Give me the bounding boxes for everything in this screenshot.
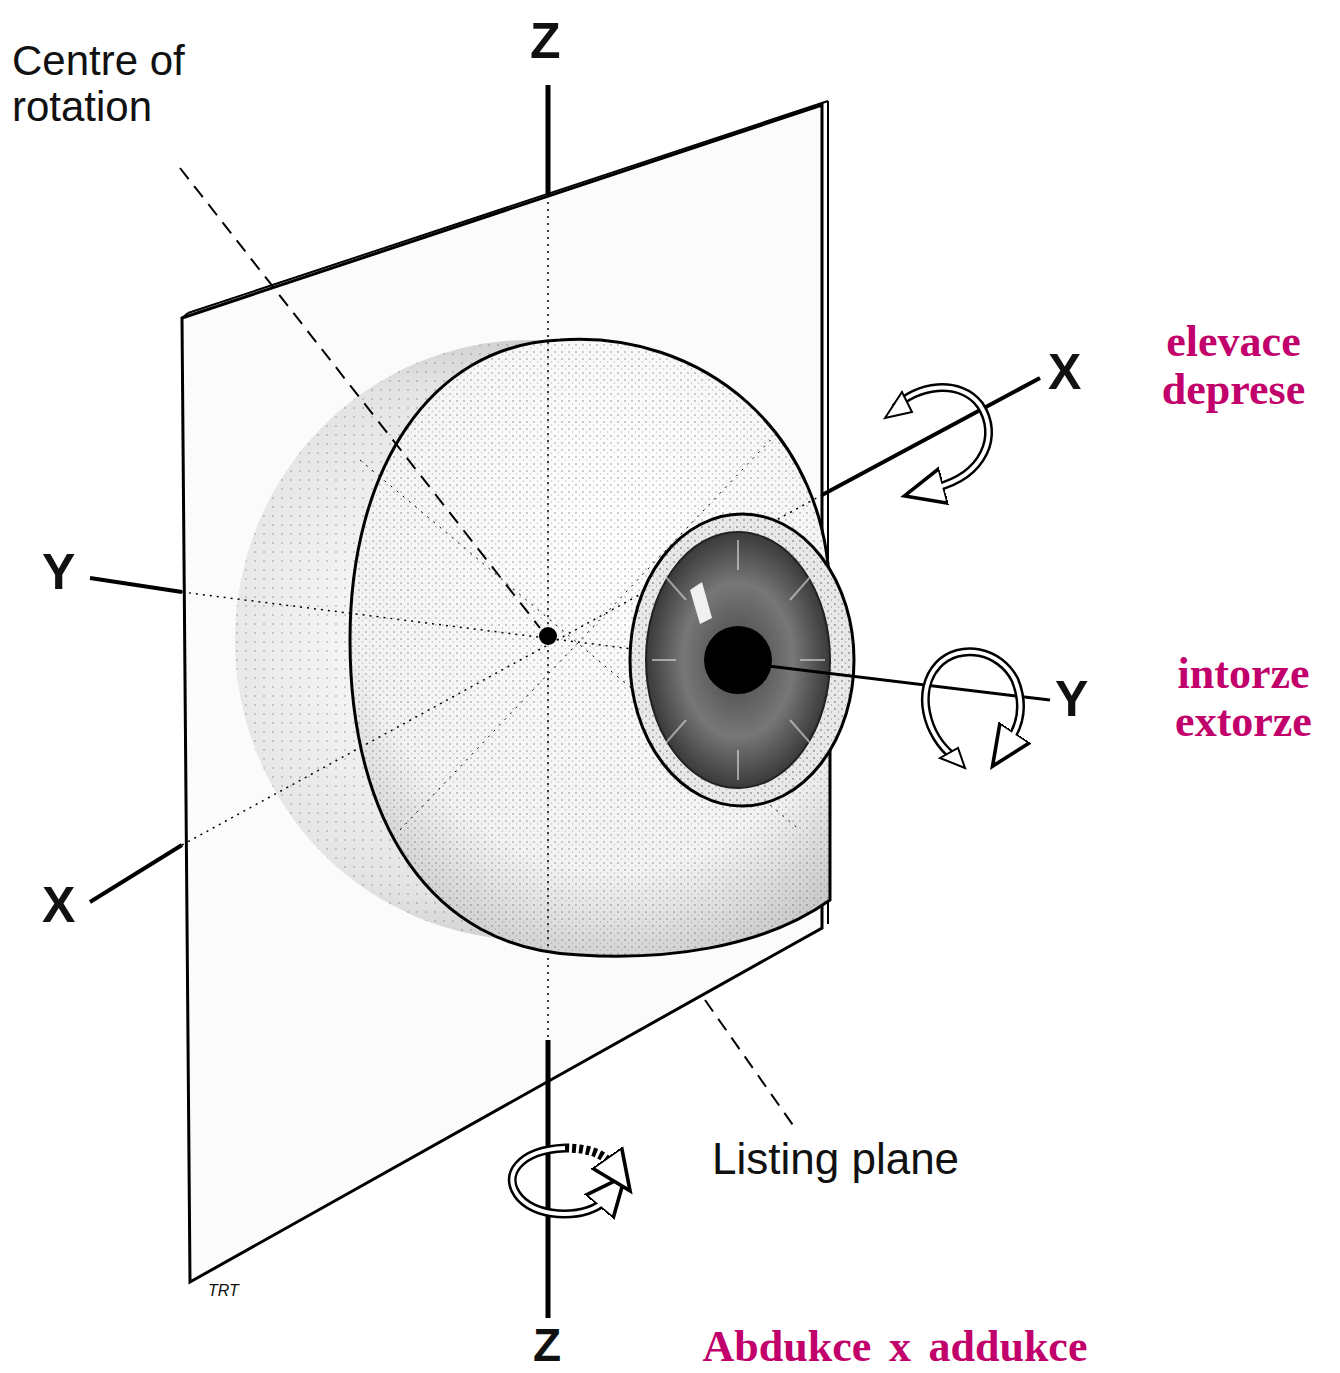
axis-label: Y bbox=[42, 545, 92, 600]
axis-label: Z bbox=[530, 14, 590, 69]
movement-label: elevace deprese bbox=[1131, 318, 1336, 415]
movement-label: intorze extorze bbox=[1151, 650, 1336, 747]
axis-label: Z bbox=[533, 1320, 593, 1371]
plane-label: Listing plane bbox=[712, 1135, 1032, 1183]
axis-label: X bbox=[42, 878, 92, 933]
movement-label: Abdukce x addukce bbox=[635, 1323, 1155, 1371]
axis-label: Y bbox=[1055, 672, 1105, 727]
axis-label: X bbox=[1048, 345, 1098, 400]
callout-label: Centre of rotation bbox=[12, 38, 272, 130]
signature: TRT bbox=[208, 1282, 268, 1300]
